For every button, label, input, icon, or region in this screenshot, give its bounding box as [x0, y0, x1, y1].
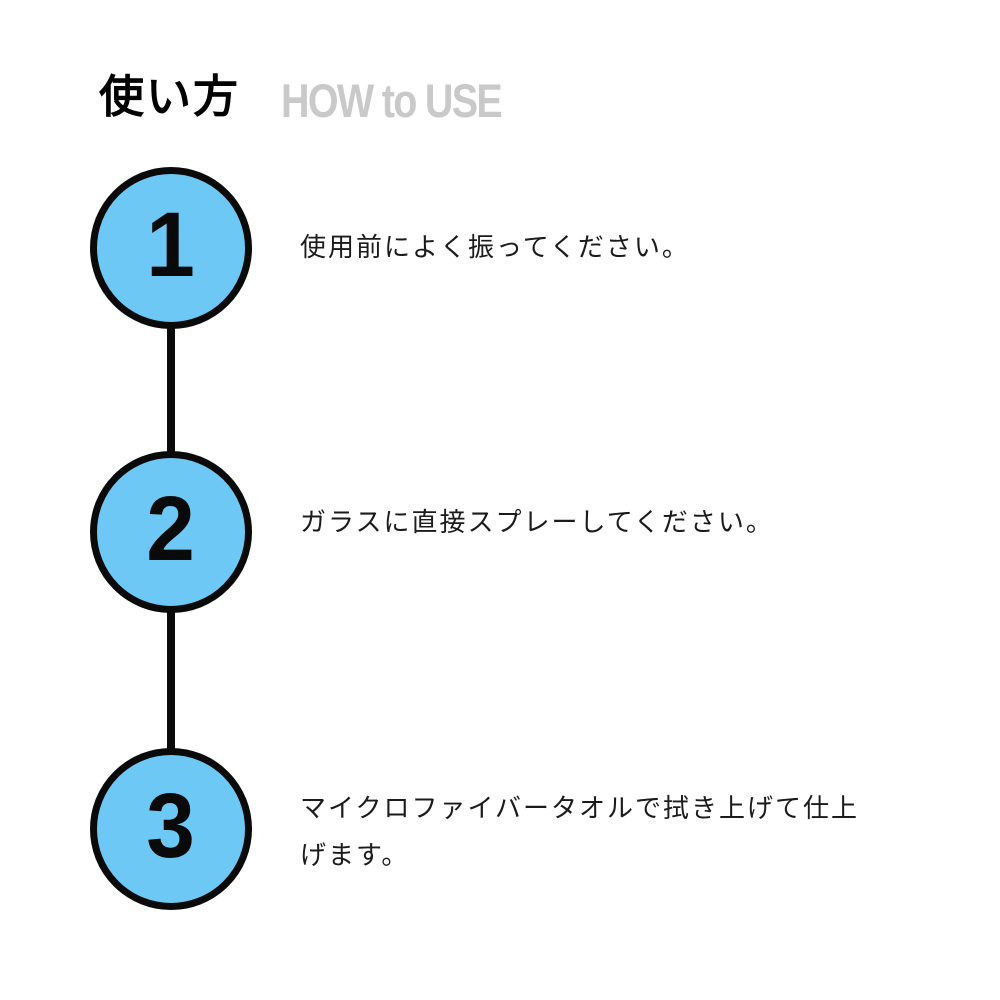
step-3-circle: 3	[90, 748, 252, 910]
step-3-description: マイクロファイバータオルで拭き上げて仕上げます。	[300, 793, 859, 870]
step-1-number: 1	[146, 194, 196, 296]
page-title-japanese: 使い方	[99, 71, 241, 122]
step-2-number: 2	[146, 478, 196, 580]
step-2-circle: 2	[90, 451, 252, 613]
connector-line-1-2	[167, 327, 175, 457]
step-3-number: 3	[146, 775, 196, 877]
step-1-circle: 1	[90, 167, 252, 329]
step-1-description: 使用前によく振ってください。	[300, 232, 690, 262]
page-title-english: HOW to USE	[281, 74, 503, 127]
connector-line-2-3	[167, 610, 175, 753]
step-2-description: ガラスに直接スプレーしてください。	[300, 507, 774, 537]
